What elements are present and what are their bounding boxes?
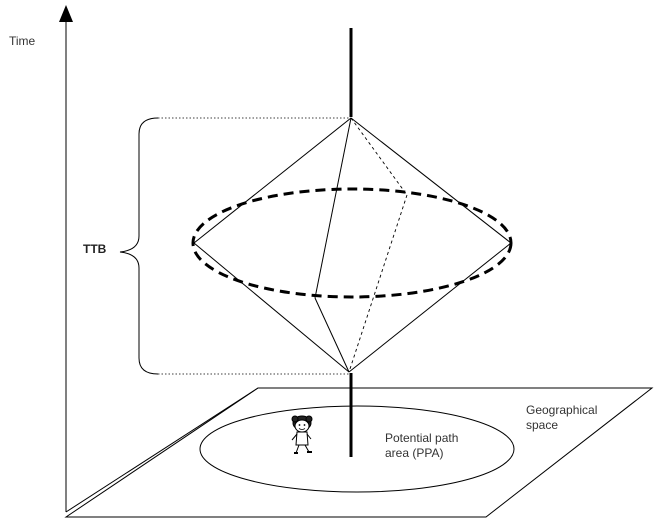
- prism-mid-ellipse: [191, 187, 513, 299]
- geographical-space-label-line1: Geographical: [526, 403, 598, 417]
- ttb-label: TTB: [83, 242, 107, 256]
- geographical-space-label: Geographical space: [526, 403, 636, 433]
- prism-edge-bottom-right: [348, 242, 512, 373]
- prism-hidden-edges: [348, 117, 408, 373]
- prism-edge-bottom-left: [193, 242, 350, 373]
- geographical-space-label-line2: space: [526, 418, 559, 432]
- ppa-label-line1: Potential path: [385, 431, 459, 445]
- axes: [59, 5, 259, 513]
- prism-edge-top-right: [350, 117, 512, 244]
- prism-edge-bottom-front: [314, 297, 350, 373]
- geographical-space-plane: [64, 387, 654, 518]
- walking-child-icon: [291, 415, 313, 454]
- ppa-ellipse: [199, 405, 515, 493]
- prism-edge-top-front: [314, 117, 352, 299]
- time-axis-arrowhead: [59, 5, 73, 22]
- ttb-brace: [119, 117, 159, 375]
- space-axis-line: [65, 387, 259, 513]
- ppa-label: Potential path area (PPA): [385, 431, 515, 461]
- prism-edge-top-left: [193, 117, 352, 244]
- prism-hidden-edge-top-back: [350, 117, 408, 196]
- prism-hidden-edge-bottom-back: [348, 194, 408, 373]
- time-axis-label: Time: [9, 34, 36, 48]
- prism-solid-edges: [193, 117, 512, 373]
- ppa-label-line2: area (PPA): [385, 446, 444, 460]
- ttb-guides: [158, 117, 351, 375]
